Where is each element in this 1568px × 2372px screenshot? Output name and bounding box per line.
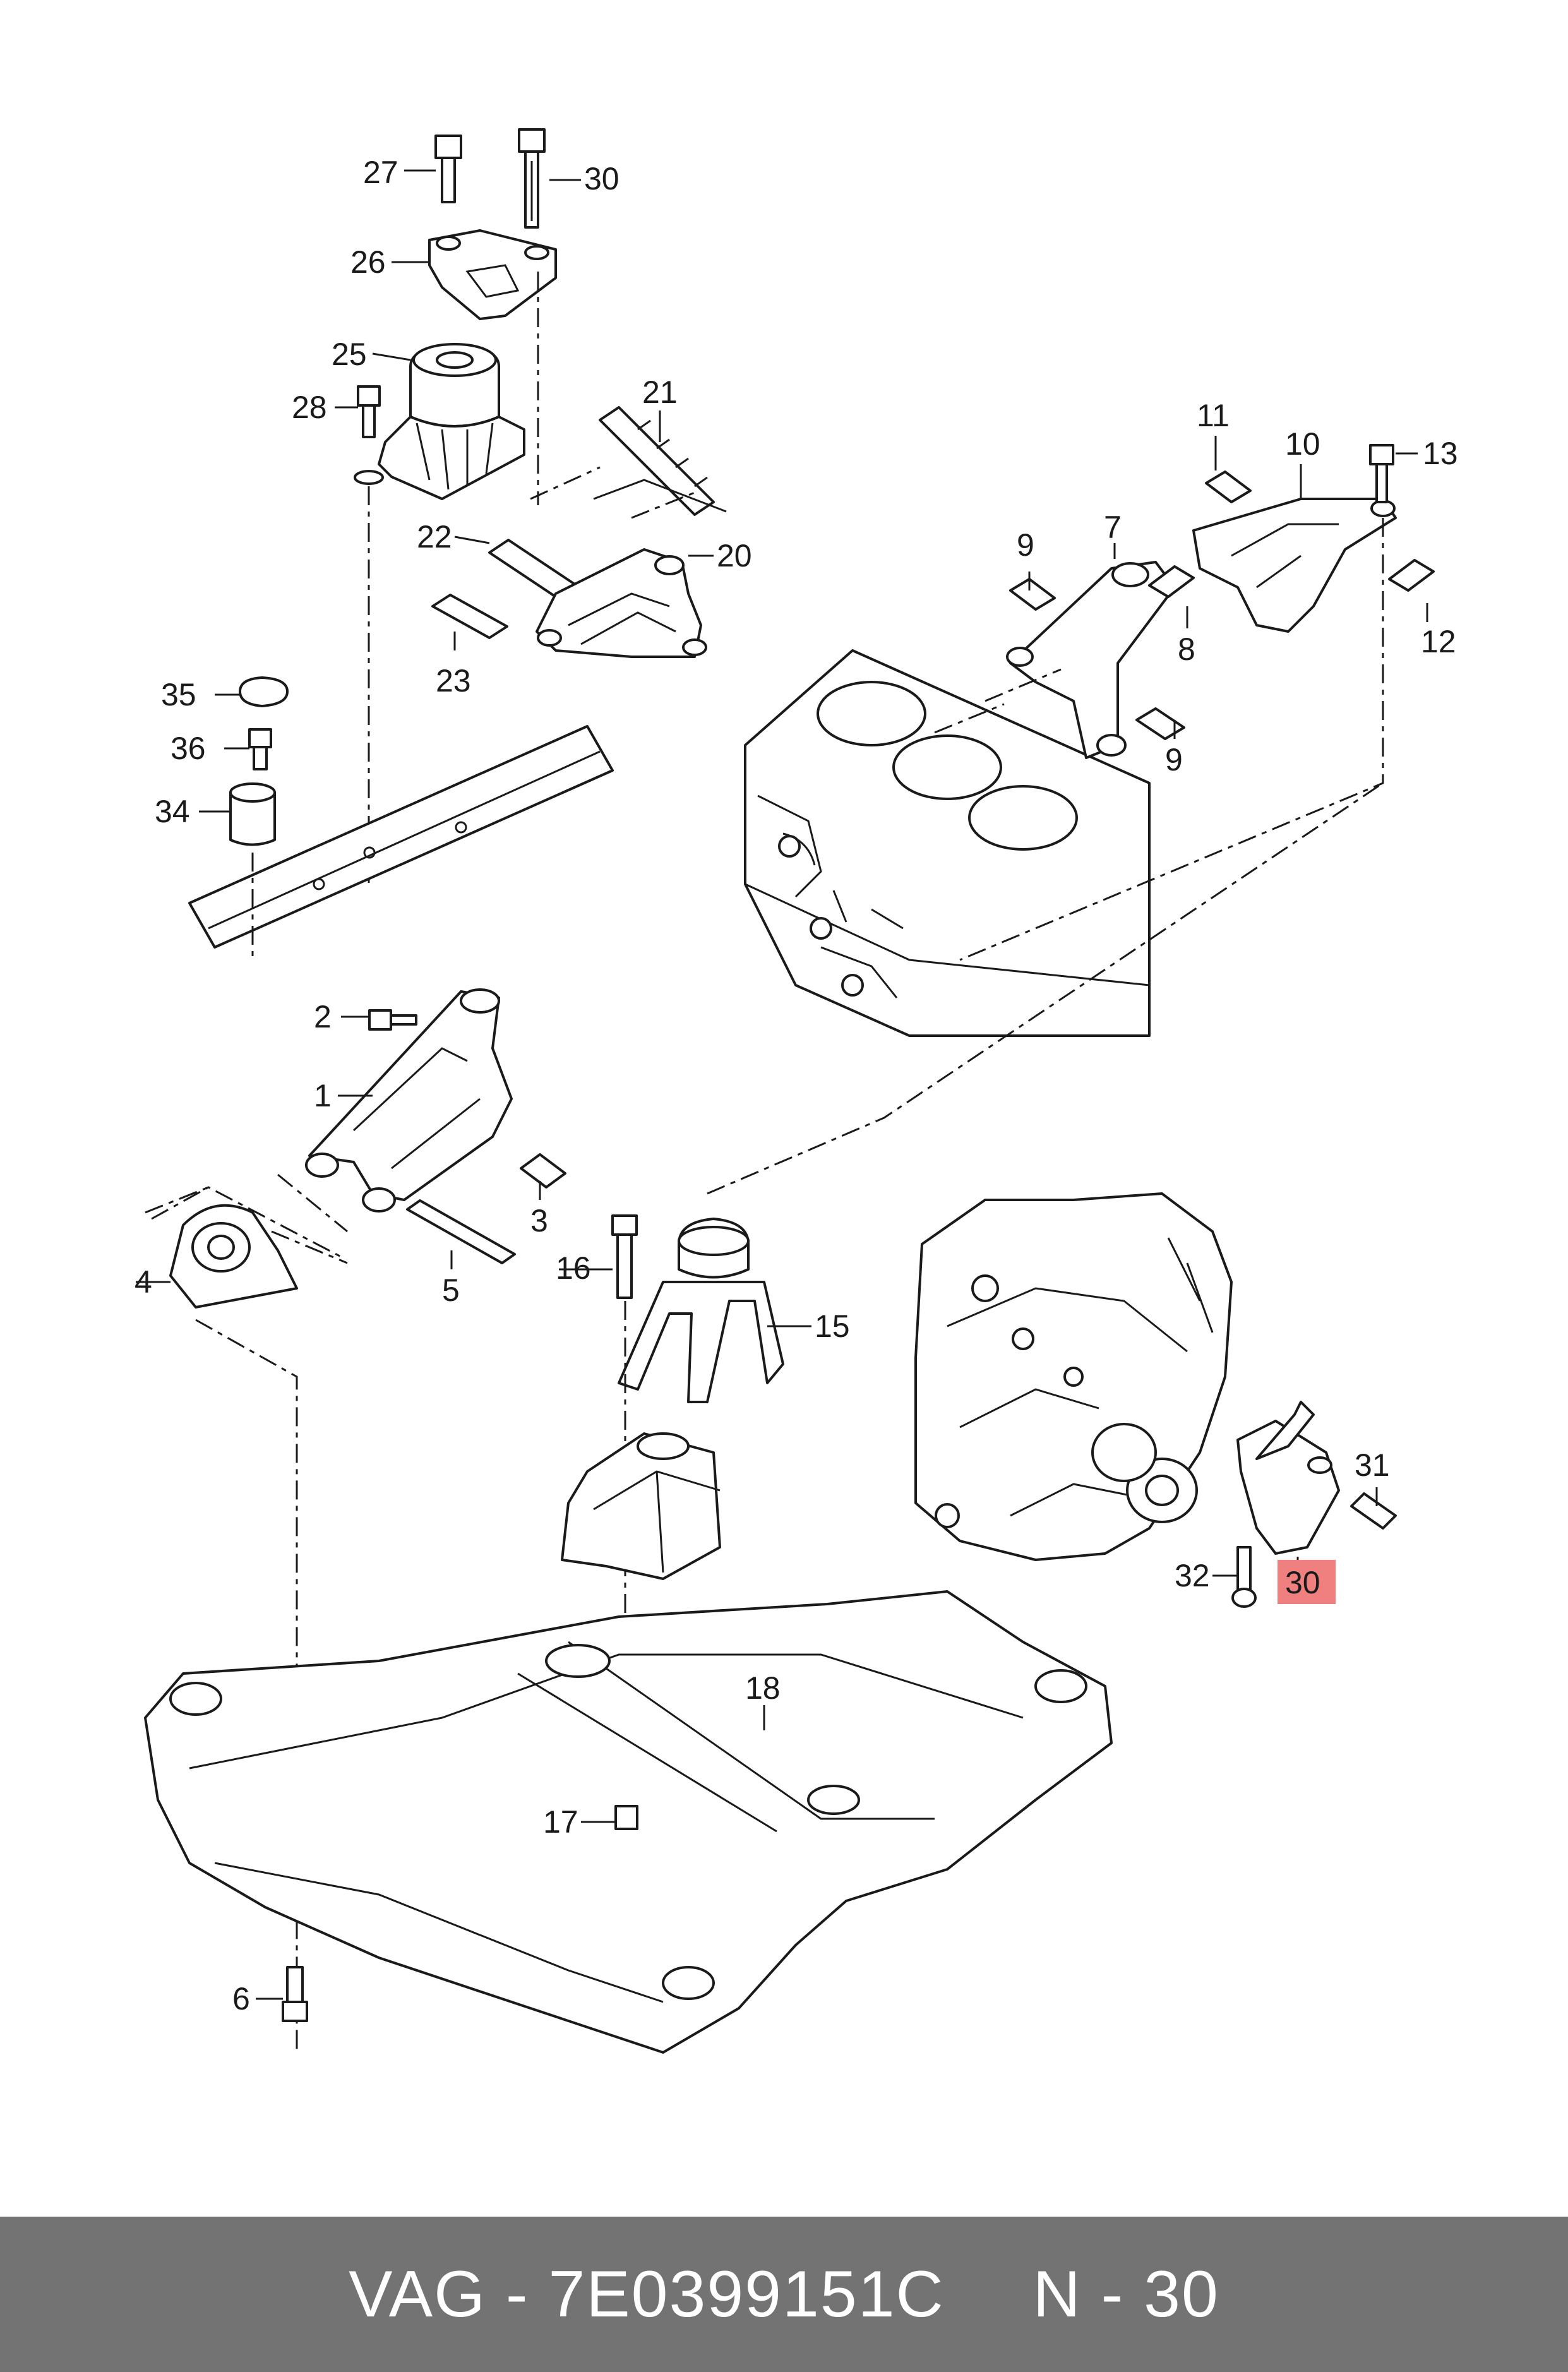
callout-4: 4 xyxy=(135,1264,152,1300)
callout-10: 10 xyxy=(1285,426,1320,462)
part-number: VAG - 7E0399151C xyxy=(349,2257,945,2331)
callout-7: 7 xyxy=(1104,510,1122,545)
callout-13: 13 xyxy=(1423,436,1458,471)
callout-21: 21 xyxy=(642,374,678,410)
mount-15-group xyxy=(611,782,1384,1718)
callout-12: 12 xyxy=(1421,624,1456,659)
callout-labels: 27 30 26 25 28 21 22 20 23 35 36 34 2 1 … xyxy=(135,155,1458,2016)
engine-mount-24-group xyxy=(354,128,557,884)
callout-3: 3 xyxy=(530,1203,548,1238)
callout-28: 30 xyxy=(584,161,619,196)
callout-1: 1 xyxy=(314,1078,332,1113)
subframe-rail xyxy=(188,676,614,960)
callout-34: 34 xyxy=(155,794,190,829)
bracket-7-group xyxy=(934,561,1195,759)
diagram-reference: N - 30 xyxy=(1032,2257,1219,2331)
callout-17: 17 xyxy=(543,1804,578,1840)
engine-block xyxy=(744,649,1151,1037)
callout-36: 36 xyxy=(171,731,206,766)
callout-35: 35 xyxy=(161,677,196,712)
callout-30: 30 xyxy=(1285,1565,1320,1600)
callout-26: 27 xyxy=(363,155,398,190)
exploded-parts-diagram: 27 30 26 25 28 21 22 20 23 35 36 34 2 1 … xyxy=(135,128,1458,2054)
subframe-18 xyxy=(144,1432,1113,2054)
callout-15: 15 xyxy=(815,1309,850,1344)
callout-25: 26 xyxy=(350,244,386,280)
callout-18: 18 xyxy=(745,1670,781,1706)
callout-9-lower: 9 xyxy=(1165,742,1183,777)
part-number-footer: VAG - 7E0399151C N - 30 xyxy=(0,2217,1568,2372)
callout-8: 8 xyxy=(1178,632,1195,667)
torque-arm-1-group xyxy=(151,988,566,1264)
callout-11: 11 xyxy=(1197,398,1230,433)
bracket-20-group xyxy=(431,406,727,658)
callout-6: 6 xyxy=(232,1981,250,2016)
callout-2: 2 xyxy=(314,999,332,1034)
callout-22: 22 xyxy=(417,519,452,554)
callout-32: 32 xyxy=(1175,1558,1210,1593)
callout-20: 20 xyxy=(717,538,752,573)
callout-5: 5 xyxy=(442,1273,460,1308)
callout-30-highlight xyxy=(1278,1560,1336,1604)
leader-lines xyxy=(136,169,1428,2000)
callout-27: 28 xyxy=(292,390,327,425)
callout-24: 25 xyxy=(332,337,367,372)
mount-4 xyxy=(145,1186,348,2052)
footer-text: VAG - 7E0399151C N - 30 xyxy=(349,2257,1219,2332)
callout-23: 23 xyxy=(436,663,471,698)
callout-31: 31 xyxy=(1355,1447,1390,1483)
bracket-10-group xyxy=(959,444,1435,961)
transmission xyxy=(914,1192,1397,1608)
callout-16: 16 xyxy=(556,1250,591,1286)
callout-9-upper: 9 xyxy=(1017,527,1034,563)
